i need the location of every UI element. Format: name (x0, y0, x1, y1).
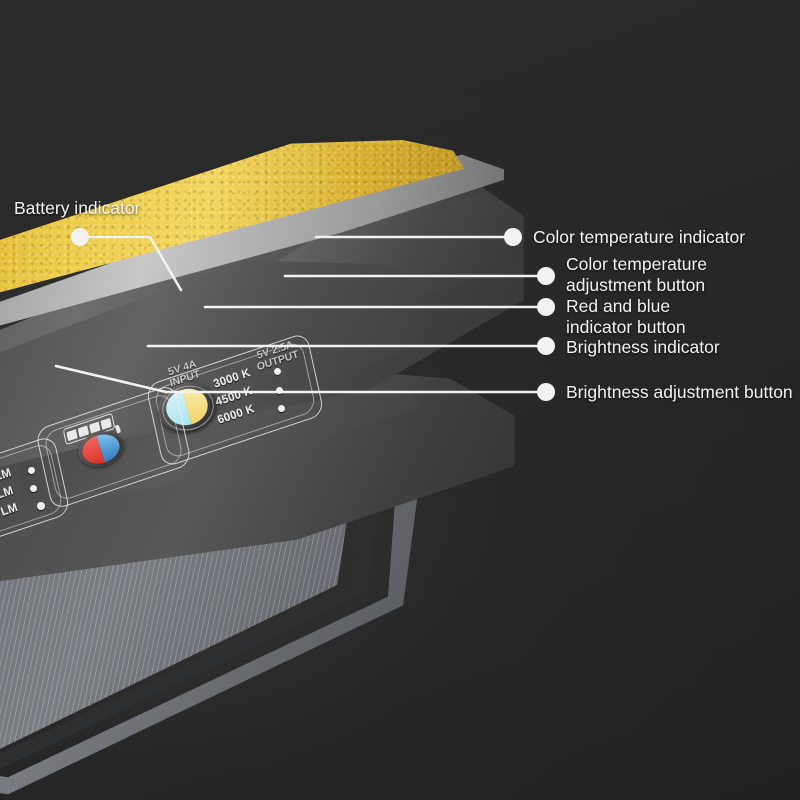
callout-label-red-and-blue-indicator-button: Red and blue indicator button (566, 296, 686, 337)
ct-indicator-dot-6000k (278, 405, 285, 412)
ct-indicator-dot-3000k (274, 368, 281, 375)
callout-label-brightness-indicator: Brightness indicator (566, 337, 720, 357)
brightness-indicator-dot-1200lm (37, 502, 45, 510)
brightness-indicator-dot-600lm (30, 485, 37, 492)
brightness-indicator-dot-300lm (28, 467, 35, 474)
callout-label-battery-indicator: Battery indicator (14, 198, 141, 218)
solar-work-light-product: 3000 K 4500 K 6000 K 300 LM 600 LM (0, 140, 570, 795)
ct-indicator-dot-4500k (276, 387, 283, 394)
callout-label-color-temperature-indicator: Color temperature indicator (533, 227, 746, 247)
callout-label-color-temperature-adjustment-button: Color temperature adjustment button (566, 254, 708, 295)
callout-label-brightness-adjustment-button: Brightness adjustment button (566, 382, 793, 402)
